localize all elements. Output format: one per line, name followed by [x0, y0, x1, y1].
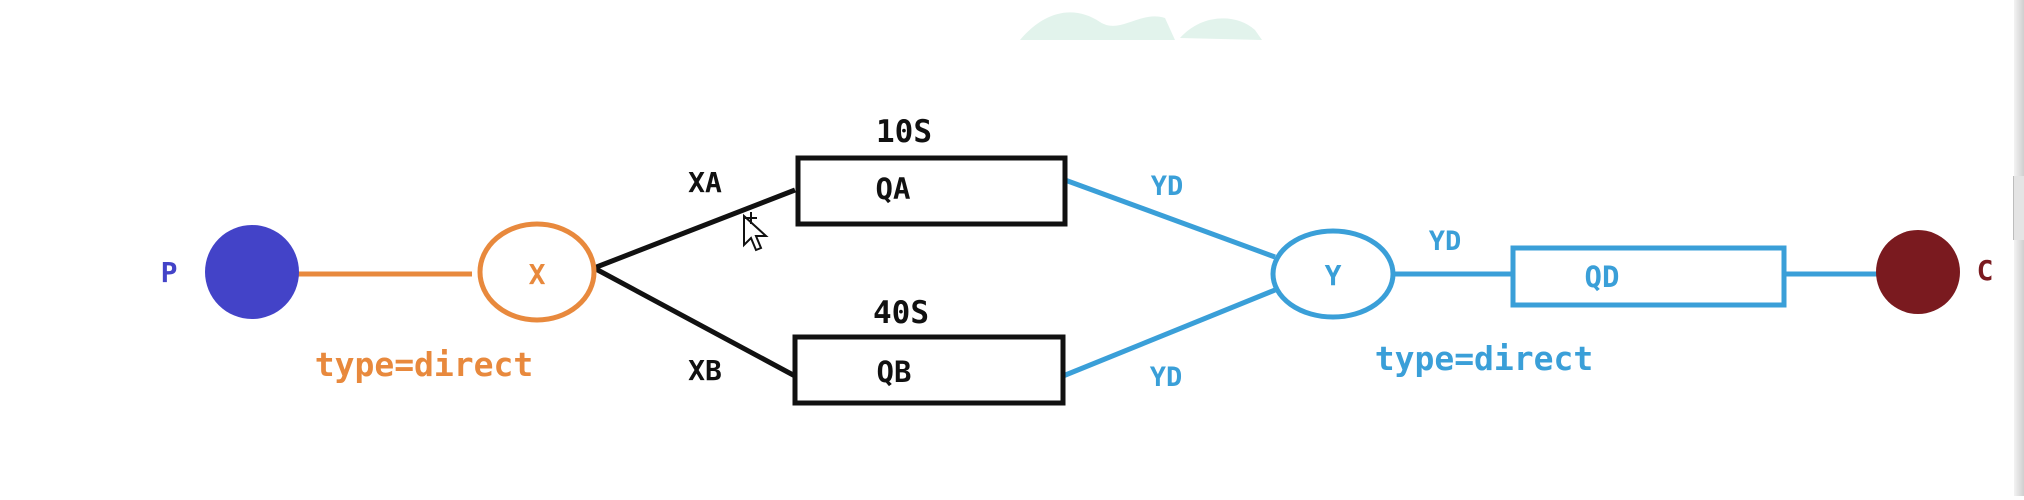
routing-key-xa: XA: [688, 166, 722, 199]
watermark: [1020, 12, 1262, 40]
exchange-y-label: Y: [1325, 259, 1342, 292]
edge-x-qb: [592, 265, 797, 379]
routing-key-yd-to-qd: YD: [1429, 226, 1462, 257]
edge-qa-y: [1064, 177, 1276, 260]
edge-x-qa: [593, 187, 796, 271]
exchange-x-label: X: [529, 258, 546, 291]
queue-d-label: QD: [1585, 260, 1620, 294]
right-window-edge: [2014, 0, 2024, 496]
exchange-x-type: type=direct: [315, 345, 534, 384]
queue-a-ttl: 10S: [876, 114, 932, 150]
consumer-node: [1876, 230, 1960, 314]
exchange-y-node: [1270, 228, 1396, 320]
routing-key-yd-from-qa: YD: [1151, 171, 1184, 202]
queue-a: [795, 155, 1068, 227]
queue-b-label: QB: [877, 355, 912, 389]
queue-a-label: QA: [876, 172, 911, 206]
consumer-label: C: [1977, 254, 1994, 287]
routing-key-yd-from-qb: YD: [1150, 362, 1183, 393]
exchange-x-node: [477, 221, 597, 323]
right-side-tab[interactable]: [2013, 176, 2024, 240]
queue-b: [792, 334, 1066, 406]
move-cursor-icon: [743, 212, 769, 252]
queue-b-ttl: 40S: [873, 295, 929, 331]
producer-label: P: [161, 256, 178, 289]
routing-key-xb: XB: [688, 354, 722, 387]
exchange-y-type: type=direct: [1375, 339, 1594, 378]
edge-qb-y: [1062, 287, 1276, 379]
producer-node: [205, 225, 299, 319]
queue-d: [1510, 245, 1787, 308]
